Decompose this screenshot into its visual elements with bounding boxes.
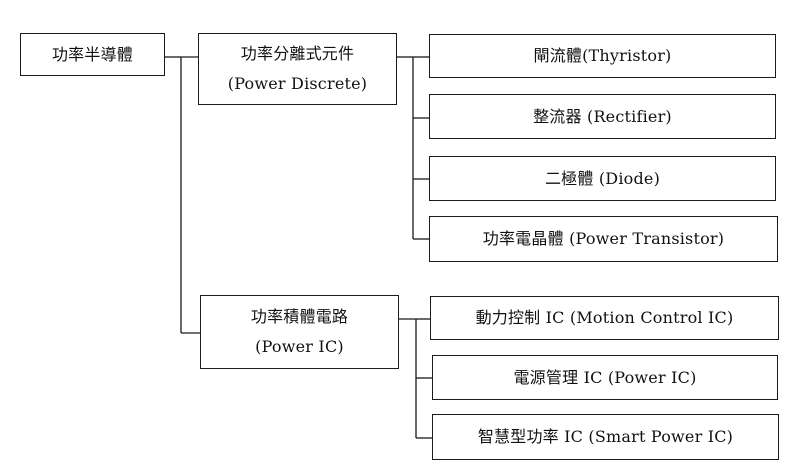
node-thyristor: 閘流體(Thyristor) bbox=[429, 34, 776, 78]
node-rectifier-label: 整流器 (Rectifier) bbox=[533, 106, 672, 126]
node-power-semiconductor-label: 功率半導體 bbox=[51, 44, 133, 64]
node-thyristor-label: 閘流體(Thyristor) bbox=[533, 46, 672, 65]
node-power-discrete-title: 功率分離式元件 bbox=[240, 44, 355, 63]
node-power-discrete: 功率分離式元件 (Power Discrete) bbox=[198, 33, 397, 105]
node-power-semiconductor: 功率半導體 bbox=[20, 33, 165, 76]
node-power-management-ic-label: 電源管理 IC (Power IC) bbox=[513, 367, 697, 387]
node-power-ic-title: 功率積體電路 bbox=[250, 307, 349, 326]
node-rectifier: 整流器 (Rectifier) bbox=[429, 94, 776, 139]
node-motion-control-ic-label: 動力控制 IC (Motion Control IC) bbox=[475, 308, 734, 327]
node-power-discrete-subtitle: (Power Discrete) bbox=[227, 74, 368, 93]
node-power-management-ic: 電源管理 IC (Power IC) bbox=[432, 355, 778, 400]
node-power-transistor: 功率電晶體 (Power Transistor) bbox=[429, 216, 778, 262]
node-power-ic: 功率積體電路 (Power IC) bbox=[200, 295, 399, 369]
node-motion-control-ic: 動力控制 IC (Motion Control IC) bbox=[430, 296, 779, 340]
node-diode: 二極體 (Diode) bbox=[429, 156, 776, 201]
node-power-ic-subtitle: (Power IC) bbox=[255, 337, 344, 356]
node-power-transistor-label: 功率電晶體 (Power Transistor) bbox=[482, 229, 725, 248]
node-diode-label: 二極體 (Diode) bbox=[544, 168, 661, 188]
node-smart-power-ic-label: 智慧型功率 IC (Smart Power IC) bbox=[477, 427, 734, 446]
node-smart-power-ic: 智慧型功率 IC (Smart Power IC) bbox=[432, 414, 779, 460]
